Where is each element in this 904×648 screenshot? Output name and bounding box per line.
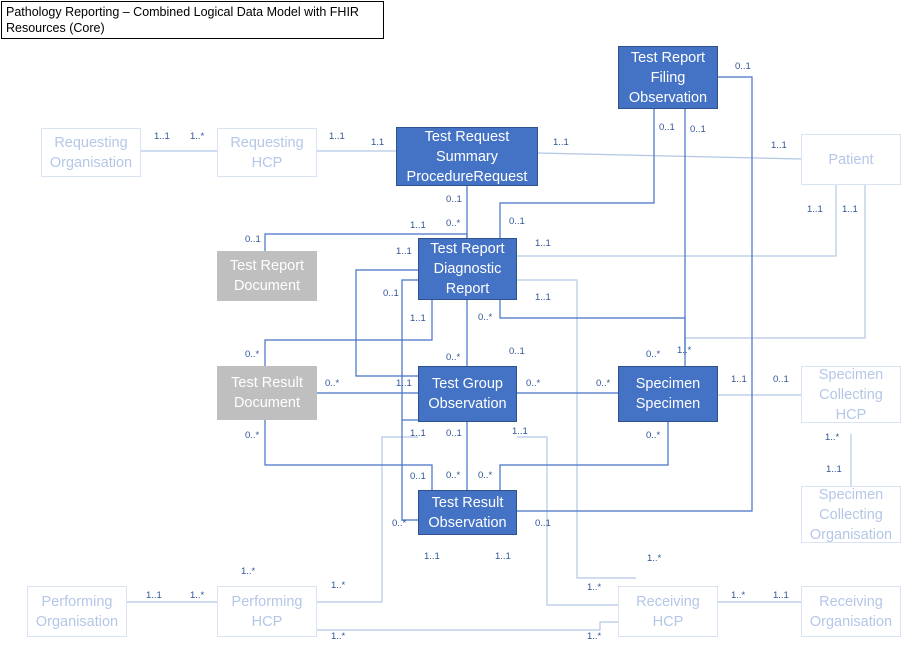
multiplicity-label: 0..* bbox=[478, 312, 493, 323]
link-report-specimen bbox=[499, 300, 686, 366]
multiplicity-label: 0..* bbox=[526, 378, 541, 389]
multiplicity-label: 1..1 bbox=[535, 238, 551, 249]
link-group-recvhcp bbox=[517, 436, 636, 606]
multiplicity-label: 0..* bbox=[646, 430, 661, 441]
multiplicity-label: 0..* bbox=[325, 378, 340, 389]
specimen-box[interactable]: Specimen Specimen bbox=[618, 366, 718, 422]
patient-box[interactable]: Patient bbox=[801, 134, 901, 185]
link-filing-report bbox=[499, 109, 655, 238]
multiplicity-label: 1..1 bbox=[512, 426, 528, 437]
multiplicity-label: 0..* bbox=[596, 378, 611, 389]
diagram-title: Pathology Reporting – Combined Logical D… bbox=[1, 1, 384, 39]
multiplicity-label: 1..* bbox=[731, 590, 746, 601]
multiplicity-label: 1..1 bbox=[410, 313, 426, 324]
test-report-filing-box[interactable]: Test Report Filing Observation bbox=[618, 46, 718, 109]
multiplicity-label: 0..* bbox=[446, 352, 461, 363]
multiplicity-label: 1..1 bbox=[771, 140, 787, 151]
multiplicity-label: 0..1 bbox=[410, 471, 426, 482]
link-perfhcp-group bbox=[317, 436, 418, 603]
test-report-box[interactable]: Test Report Diagnostic Report bbox=[418, 238, 517, 300]
multiplicity-label: 1..1 bbox=[773, 590, 789, 601]
multiplicity-label: 0..* bbox=[446, 218, 461, 229]
link-specimen-patient bbox=[684, 185, 866, 355]
multiplicity-label: 0..1 bbox=[735, 61, 751, 72]
multiplicity-label: 1..1 bbox=[329, 131, 345, 142]
multiplicity-label: 1..1 bbox=[535, 292, 551, 303]
multiplicity-label: 0..1 bbox=[446, 428, 462, 439]
multiplicity-label: 1..1 bbox=[410, 220, 426, 231]
multiplicity-label: 1..* bbox=[677, 345, 692, 356]
link-request-patient bbox=[537, 152, 802, 160]
specimen-collecting-hcp-box[interactable]: Specimen Collecting HCP bbox=[801, 366, 901, 423]
receiving-organisation-box[interactable]: Receiving Organisation bbox=[801, 586, 901, 637]
multiplicity-label: 1..* bbox=[331, 580, 346, 591]
multiplicity-label: 1..* bbox=[587, 582, 602, 593]
multiplicity-label: 1..1 bbox=[410, 428, 426, 439]
test-group-box[interactable]: Test Group Observation bbox=[418, 366, 517, 422]
multiplicity-label: 0..1 bbox=[773, 374, 789, 385]
multiplicity-label: 1..* bbox=[647, 553, 662, 564]
link-perfhcp-result bbox=[317, 621, 636, 631]
multiplicity-label: 0..* bbox=[478, 470, 493, 481]
multiplicity-label: 0..1 bbox=[535, 518, 551, 529]
multiplicity-label: 1..1 bbox=[807, 204, 823, 215]
multiplicity-label: 0..1 bbox=[509, 216, 525, 227]
link-specimen-result bbox=[499, 422, 669, 490]
multiplicity-label: 1..1 bbox=[396, 378, 412, 389]
link-report-result-left bbox=[401, 279, 418, 521]
multiplicity-label: 0..1 bbox=[383, 288, 399, 299]
link-report-recvhcp bbox=[517, 279, 636, 579]
multiplicity-label: 0..1 bbox=[659, 122, 675, 133]
specimen-collecting-organisation-box[interactable]: Specimen Collecting Organisation bbox=[801, 486, 901, 543]
test-result-box[interactable]: Test Result Observation bbox=[418, 490, 517, 535]
multiplicity-label: 1..* bbox=[825, 432, 840, 443]
test-request-box[interactable]: Test Request Summary ProcedureRequest bbox=[396, 127, 538, 186]
multiplicity-label: 1..* bbox=[241, 566, 256, 577]
multiplicity-label: 1..* bbox=[190, 131, 205, 142]
multiplicity-label: 0..* bbox=[392, 518, 407, 529]
multiplicity-label: 0..* bbox=[646, 349, 661, 360]
primary-connectors bbox=[264, 76, 753, 521]
multiplicity-label: 1..* bbox=[587, 631, 602, 642]
requesting-hcp-box[interactable]: Requesting HCP bbox=[217, 128, 317, 177]
link-resultdoc-report bbox=[264, 300, 433, 366]
multiplicity-label: 1..1 bbox=[146, 590, 162, 601]
multiplicity-label: 1..1 bbox=[154, 131, 170, 142]
multiplicity-label: 1..1 bbox=[553, 137, 569, 148]
multiplicity-label: 0..1 bbox=[690, 124, 706, 135]
performing-hcp-box[interactable]: Performing HCP bbox=[217, 586, 317, 637]
multiplicity-label: 0..* bbox=[245, 349, 260, 360]
performing-organisation-box[interactable]: Performing Organisation bbox=[27, 586, 127, 637]
multiplicity-label: 1..* bbox=[331, 631, 346, 642]
link-report-patient bbox=[517, 185, 837, 257]
multiplicity-label: 1..* bbox=[190, 590, 205, 601]
link-report-group-left bbox=[355, 269, 418, 377]
link-resultdoc-result bbox=[264, 420, 433, 490]
multiplicity-label: 1..1 bbox=[826, 464, 842, 475]
multiplicity-label: 1..1 bbox=[731, 374, 747, 385]
requesting-organisation-box[interactable]: Requesting Organisation bbox=[41, 128, 141, 177]
multiplicity-label: 1.1 bbox=[371, 137, 385, 148]
link-filing-result bbox=[517, 76, 753, 512]
multiplicity-label: 0..* bbox=[446, 470, 461, 481]
multiplicity-label: 1..1 bbox=[396, 246, 412, 257]
multiplicity-label: 1..1 bbox=[495, 551, 511, 562]
multiplicity-label: 0..1 bbox=[245, 234, 261, 245]
multiplicity-label: 1..1 bbox=[424, 551, 440, 562]
multiplicity-label: 0..* bbox=[245, 430, 260, 441]
multiplicity-label: 0..1 bbox=[509, 346, 525, 357]
link-reportdoc-report bbox=[264, 233, 468, 251]
multiplicity-label: 1..1 bbox=[842, 204, 858, 215]
receiving-hcp-box[interactable]: Receiving HCP bbox=[618, 586, 718, 637]
test-result-document-box[interactable]: Test Result Document bbox=[217, 366, 317, 420]
multiplicity-label: 0..1 bbox=[446, 194, 462, 205]
test-report-document-box[interactable]: Test Report Document bbox=[217, 251, 317, 301]
